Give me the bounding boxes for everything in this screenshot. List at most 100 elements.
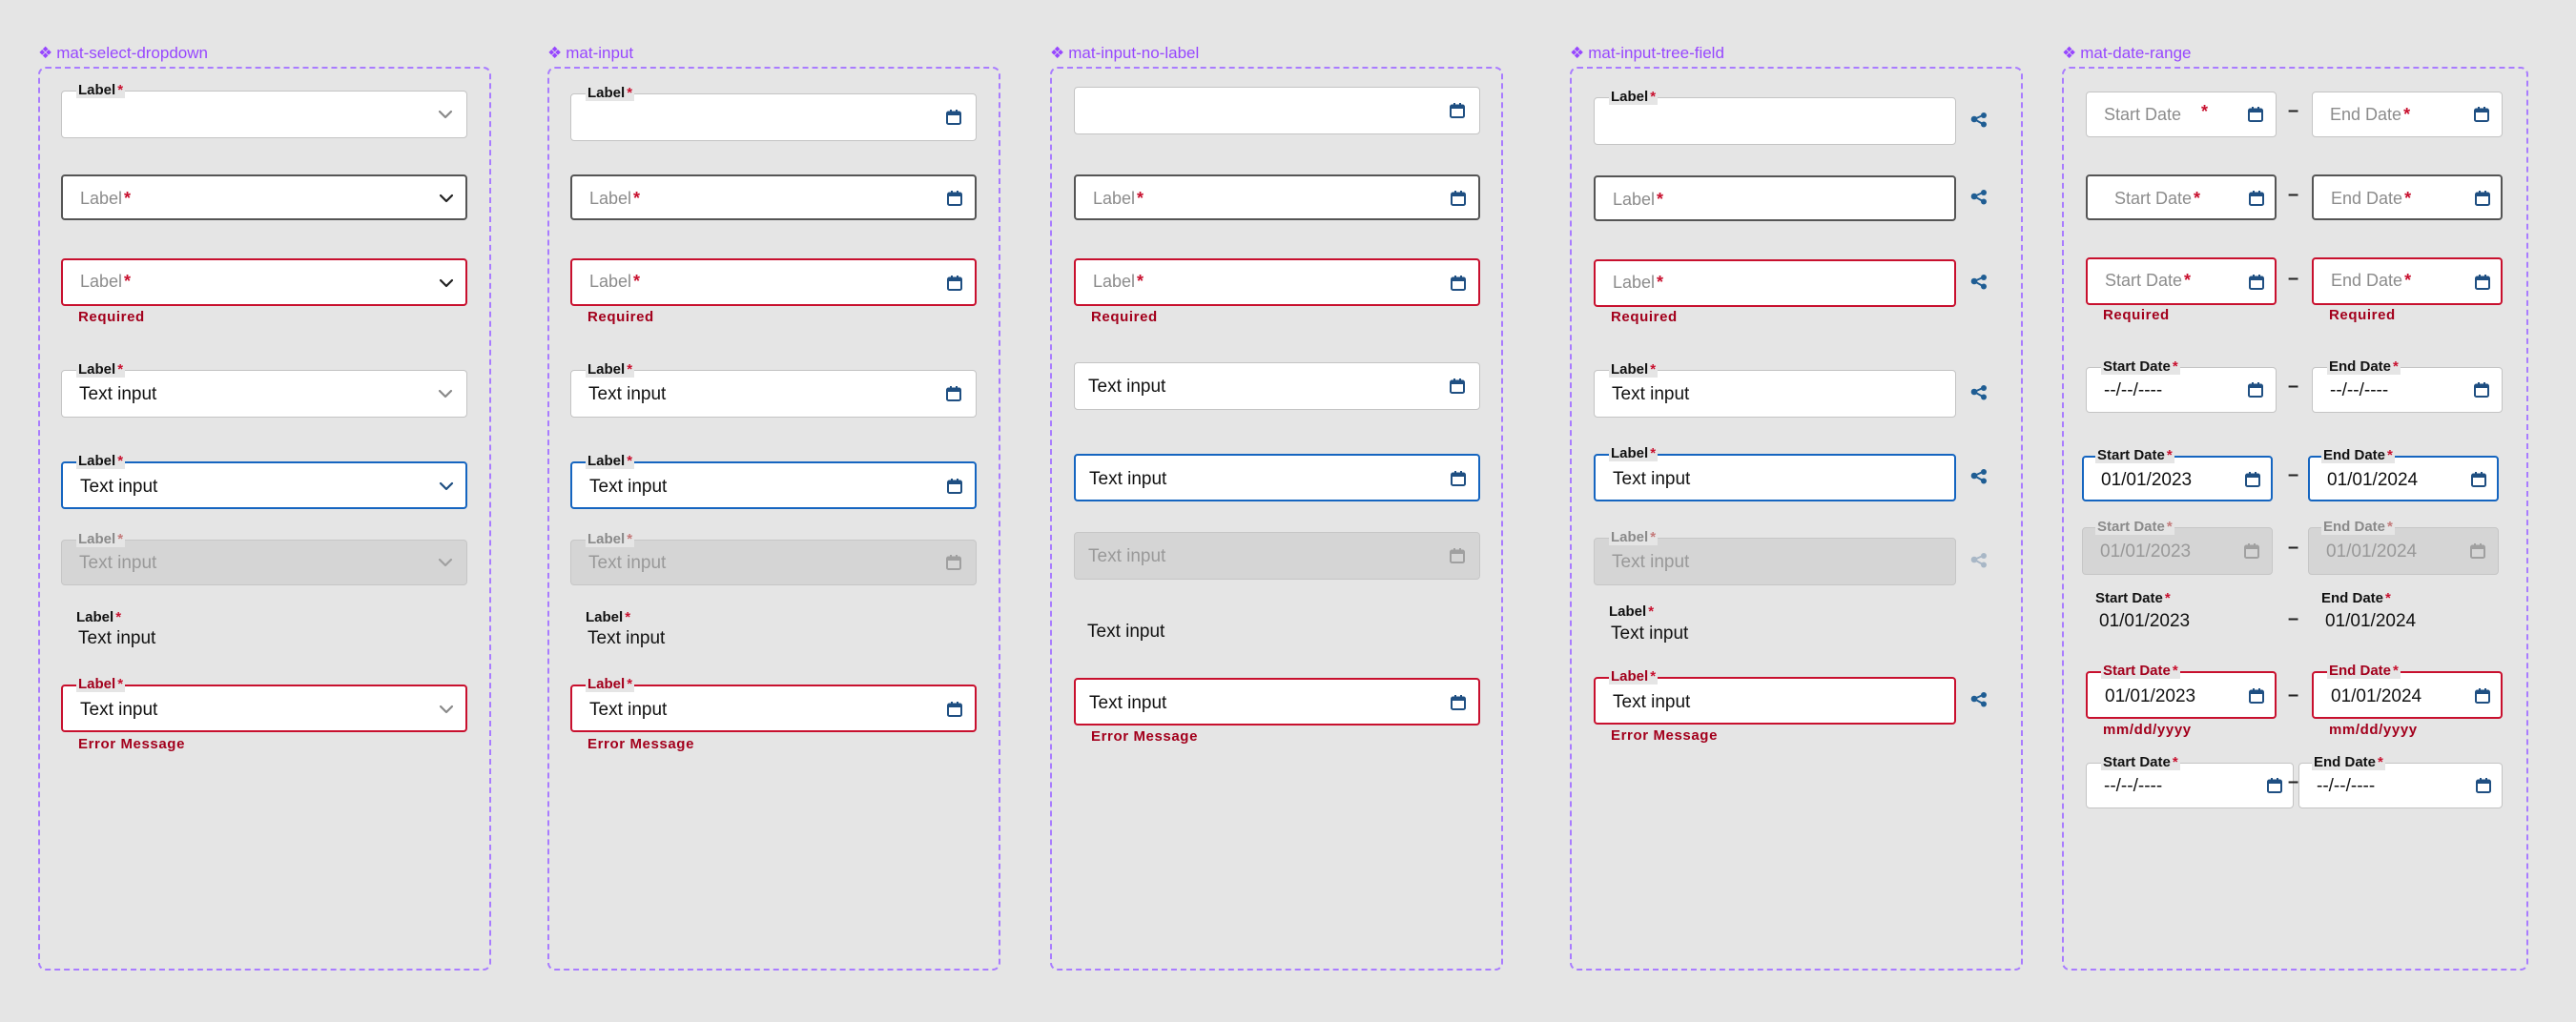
calendar-icon[interactable] (1449, 547, 1466, 564)
nolabel-filled[interactable]: Text input (1074, 362, 1480, 410)
end-date-empty[interactable]: --/--/---- (2312, 367, 2503, 413)
nolabel-error[interactable]: Text input (1074, 678, 1480, 726)
calendar-icon[interactable] (2473, 106, 2490, 123)
calendar-icon[interactable] (1450, 470, 1467, 487)
nolabel-active[interactable]: Text input (1074, 454, 1480, 501)
calendar-icon[interactable] (2473, 381, 2490, 399)
input-active[interactable]: Text input (570, 461, 977, 509)
field-label-text: Label (587, 85, 626, 101)
tree-error[interactable]: Text input (1594, 677, 1956, 725)
calendar-icon[interactable] (2475, 777, 2492, 794)
calendar-icon[interactable] (946, 190, 963, 207)
range-separator: – (2288, 537, 2299, 558)
tree-filled[interactable]: Text input (1594, 370, 1956, 418)
calendar-icon[interactable] (2469, 542, 2486, 560)
field-label: Label* (76, 453, 126, 469)
range-separator: – (2288, 268, 2299, 289)
tree-structure-icon[interactable] (1969, 274, 1989, 291)
tree-structure-icon[interactable] (1969, 189, 1989, 206)
calendar-icon[interactable] (2247, 106, 2264, 123)
calendar-icon[interactable] (2244, 471, 2261, 488)
start-date-focused[interactable]: Start Date* (2086, 174, 2277, 220)
start-date-error[interactable]: 01/01/2023 (2086, 671, 2277, 719)
select-active[interactable]: Text input (61, 461, 467, 509)
tree-error-empty[interactable]: Label* (1594, 259, 1956, 307)
calendar-icon[interactable] (1450, 190, 1467, 207)
tree-structure-icon[interactable] (1969, 468, 1989, 485)
select-default[interactable] (61, 91, 467, 138)
chevron-down-icon[interactable] (439, 481, 454, 491)
field-value: Text input (80, 477, 158, 497)
field-label-text: End Date (2329, 663, 2392, 679)
start-date-active[interactable]: 01/01/2023 (2082, 456, 2273, 501)
calendar-icon[interactable] (2266, 777, 2283, 794)
chevron-down-icon[interactable] (439, 194, 454, 203)
select-focused[interactable]: Label* (61, 174, 467, 220)
tree-focused[interactable]: Label* (1594, 175, 1956, 221)
field-label: Label* (586, 453, 635, 469)
end-date-wide[interactable]: --/--/---- (2298, 763, 2503, 808)
required-star: * (1137, 189, 1144, 208)
tree-active[interactable]: Text input (1594, 454, 1956, 501)
calendar-icon[interactable] (2474, 687, 2491, 705)
required-star: * (2387, 447, 2393, 463)
input-default[interactable] (570, 93, 977, 141)
calendar-icon[interactable] (946, 275, 963, 292)
start-date-error-empty[interactable]: Start Date* (2086, 257, 2277, 305)
field-label-text: Label (78, 361, 116, 378)
section-title-text: mat-select-dropdown (56, 44, 208, 62)
start-date-default[interactable]: Start Date (2086, 92, 2277, 137)
calendar-icon[interactable] (2248, 687, 2265, 705)
select-error-empty[interactable]: Label* (61, 258, 467, 306)
end-date-focused[interactable]: End Date* (2312, 174, 2503, 220)
calendar-icon[interactable] (2474, 274, 2491, 291)
calendar-icon[interactable] (946, 701, 963, 718)
calendar-icon[interactable] (1449, 378, 1466, 395)
nolabel-default[interactable] (1074, 87, 1480, 134)
tree-structure-icon[interactable] (1969, 112, 1989, 129)
calendar-icon[interactable] (2247, 381, 2264, 399)
nolabel-error-empty[interactable]: Label* (1074, 258, 1480, 306)
required-star: * (2387, 519, 2393, 535)
calendar-icon[interactable] (2243, 542, 2260, 560)
start-date-empty[interactable]: --/--/---- (2086, 367, 2277, 413)
calendar-icon[interactable] (945, 109, 962, 126)
input-error-empty[interactable]: Label* (570, 258, 977, 306)
calendar-icon[interactable] (946, 478, 963, 495)
tree-default[interactable] (1594, 97, 1956, 145)
calendar-icon[interactable] (2474, 190, 2491, 207)
end-date-error[interactable]: 01/01/2024 (2312, 671, 2503, 719)
calendar-icon[interactable] (2248, 274, 2265, 291)
field-label-text: Label (76, 609, 114, 625)
tree-readonly: Text input (1594, 620, 1956, 654)
chevron-down-icon[interactable] (439, 705, 454, 714)
field-label-text: End Date (2323, 519, 2386, 535)
end-date-error-empty[interactable]: End Date* (2312, 257, 2503, 305)
calendar-icon[interactable] (1449, 102, 1466, 119)
calendar-icon[interactable] (1450, 275, 1467, 292)
calendar-icon[interactable] (945, 385, 962, 402)
calendar-icon[interactable] (2248, 190, 2265, 207)
tree-structure-icon[interactable] (1969, 384, 1989, 401)
tree-structure-icon[interactable] (1969, 691, 1989, 708)
input-error[interactable]: Text input (570, 685, 977, 732)
end-date-active[interactable]: 01/01/2024 (2308, 456, 2499, 501)
start-date-wide[interactable]: --/--/---- (2086, 763, 2294, 808)
tree-structure-icon[interactable] (1969, 552, 1989, 569)
input-focused[interactable]: Label* (570, 174, 977, 220)
chevron-down-icon[interactable] (439, 278, 454, 288)
input-filled[interactable]: Text input (570, 370, 977, 418)
placeholder-text: Label* (1613, 190, 1663, 210)
select-filled[interactable]: Text input (61, 370, 467, 418)
nolabel-focused[interactable]: Label* (1074, 174, 1480, 220)
select-error[interactable]: Text input (61, 685, 467, 732)
field-label: Label* (586, 85, 635, 101)
chevron-down-icon[interactable] (438, 110, 453, 119)
chevron-down-icon[interactable] (438, 558, 453, 567)
end-date-default[interactable]: End Date* (2312, 92, 2503, 137)
calendar-icon[interactable] (945, 554, 962, 571)
calendar-icon[interactable] (1450, 694, 1467, 711)
chevron-down-icon[interactable] (438, 389, 453, 399)
field-label: Start Date* (2095, 590, 2171, 606)
calendar-icon[interactable] (2470, 471, 2487, 488)
